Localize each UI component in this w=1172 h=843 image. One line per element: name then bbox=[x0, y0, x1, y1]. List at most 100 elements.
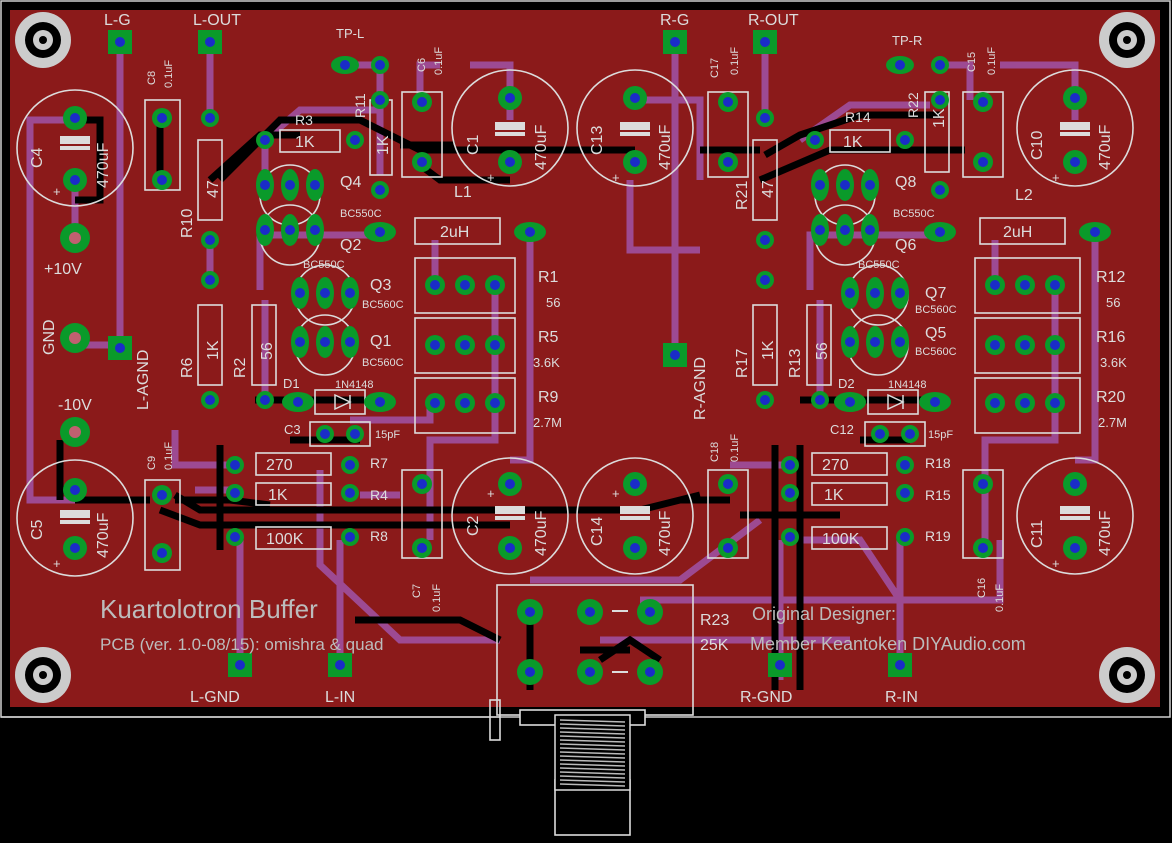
pad bbox=[517, 599, 543, 625]
pad bbox=[718, 92, 738, 112]
label-c15: C15 bbox=[966, 52, 978, 72]
value-r5: 3.6K bbox=[533, 355, 560, 370]
pad bbox=[498, 472, 522, 496]
value-c13: 470uF bbox=[657, 124, 674, 170]
value-l2: 2uH bbox=[1003, 224, 1032, 241]
value-c12: 15pF bbox=[928, 429, 953, 441]
pad bbox=[425, 335, 445, 355]
pad bbox=[498, 86, 522, 110]
label-c2: C2 bbox=[465, 515, 482, 536]
value-r2: 56 bbox=[259, 342, 276, 360]
type-q1: BC560C bbox=[362, 357, 404, 369]
value-r13: 56 bbox=[814, 342, 831, 360]
mounting-hole-tr bbox=[1099, 12, 1155, 68]
pad bbox=[896, 484, 914, 502]
label-r-out: R-OUT bbox=[748, 12, 799, 29]
type-q8: BC550C bbox=[893, 208, 935, 220]
value-c8: 0.1uF bbox=[163, 60, 175, 88]
value-c4: 470uF bbox=[95, 142, 112, 188]
connector-pad bbox=[663, 30, 687, 54]
pad bbox=[1045, 393, 1065, 413]
pad bbox=[201, 391, 219, 409]
label-q6: Q6 bbox=[895, 237, 916, 254]
label-r-agnd: R-AGND bbox=[692, 357, 709, 420]
pad bbox=[412, 474, 432, 494]
pad bbox=[485, 335, 505, 355]
pad bbox=[811, 391, 829, 409]
label-c4: C4 bbox=[29, 147, 46, 168]
value-r10: 47 bbox=[205, 180, 222, 198]
plus-c10: + bbox=[1052, 170, 1060, 185]
pad bbox=[756, 391, 774, 409]
designer-line1: Original Designer: bbox=[752, 604, 896, 624]
value-c16: 0.1uF bbox=[994, 584, 1006, 612]
label-q3: Q3 bbox=[370, 277, 391, 294]
plus-c5: + bbox=[53, 556, 61, 571]
pad bbox=[973, 474, 993, 494]
pad bbox=[371, 56, 389, 74]
value-r1: 56 bbox=[546, 295, 560, 310]
pad bbox=[291, 326, 309, 358]
pad bbox=[891, 326, 909, 358]
pad bbox=[623, 86, 647, 110]
label-r-gnd: R-GND bbox=[740, 689, 792, 706]
label-c11: C11 bbox=[1029, 520, 1046, 548]
pad bbox=[623, 536, 647, 560]
pad bbox=[781, 528, 799, 546]
pad bbox=[63, 478, 87, 502]
label-r2: R2 bbox=[232, 357, 249, 378]
value-r15: 1K bbox=[824, 487, 844, 504]
label-l-agnd: L-AGND bbox=[135, 350, 152, 410]
pad bbox=[896, 131, 914, 149]
pad bbox=[201, 271, 219, 289]
label-r12: R12 bbox=[1096, 269, 1125, 286]
pad bbox=[63, 106, 87, 130]
pad bbox=[152, 170, 172, 190]
label-q4: Q4 bbox=[340, 174, 361, 191]
label-c14: C14 bbox=[589, 517, 606, 546]
pad bbox=[718, 152, 738, 172]
value-r9: 2.7M bbox=[533, 415, 562, 430]
pad bbox=[756, 109, 774, 127]
pad bbox=[316, 326, 334, 358]
pad bbox=[637, 599, 663, 625]
pad bbox=[282, 392, 314, 412]
pad bbox=[256, 131, 274, 149]
mounting-holes bbox=[15, 12, 1155, 703]
pad bbox=[371, 181, 389, 199]
label-c1: C1 bbox=[465, 134, 482, 155]
value-r11: 1K bbox=[375, 135, 392, 155]
label-r10: R10 bbox=[179, 209, 196, 238]
label-plus10: +10V bbox=[44, 261, 82, 278]
pad bbox=[455, 335, 475, 355]
pad bbox=[364, 392, 396, 412]
pad bbox=[973, 92, 993, 112]
pad bbox=[412, 538, 432, 558]
label-r3: R3 bbox=[295, 112, 313, 128]
board-title: Kuartolotron Buffer bbox=[100, 594, 318, 624]
pad bbox=[226, 528, 244, 546]
label-q2: Q2 bbox=[340, 237, 361, 254]
value-r16: 3.6K bbox=[1100, 355, 1127, 370]
pad bbox=[931, 91, 949, 109]
label-d2: D2 bbox=[838, 376, 855, 391]
pad bbox=[1015, 393, 1035, 413]
label-c13: C13 bbox=[589, 126, 606, 155]
pad bbox=[412, 152, 432, 172]
pad bbox=[756, 271, 774, 289]
label-r22: R22 bbox=[905, 92, 921, 118]
pad bbox=[281, 169, 299, 201]
label-r14: R14 bbox=[845, 109, 871, 125]
connector-pad bbox=[198, 30, 222, 54]
pad bbox=[517, 659, 543, 685]
label-r15: R15 bbox=[925, 487, 951, 503]
label-l-out: L-OUT bbox=[193, 12, 241, 29]
pad bbox=[1063, 536, 1087, 560]
value-c2: 470uF bbox=[533, 510, 550, 556]
electrolytic-polarity-marks bbox=[60, 122, 1090, 524]
label-c5: C5 bbox=[29, 519, 46, 540]
pad bbox=[412, 92, 432, 112]
pad bbox=[1063, 150, 1087, 174]
value-c14: 470uF bbox=[657, 510, 674, 556]
label-r9: R9 bbox=[538, 389, 559, 406]
